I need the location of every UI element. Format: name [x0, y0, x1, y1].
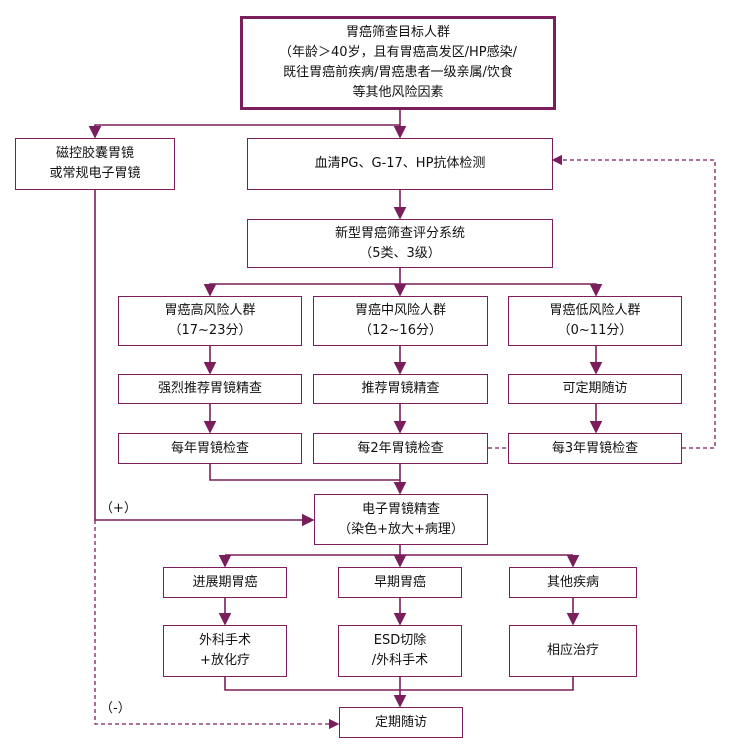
capsule-endoscopy-line1: 磁控胶囊胃镜	[55, 146, 134, 161]
mid-risk-label: 胃癌中风险人群	[354, 303, 446, 318]
mid-risk-recommendation-text: 推荐胃镜精查	[361, 381, 440, 396]
other-treatment-box: 相应治疗	[509, 625, 637, 677]
high-risk-recommendation-text: 强烈推荐胃镜精查	[157, 381, 262, 396]
mid-risk-score: （12~16分）	[359, 323, 442, 338]
target-population-title: 胃癌筛查目标人群	[345, 25, 450, 40]
mid-risk-frequency-text: 每2年胃镜检查	[357, 440, 444, 456]
low-risk-score: （0~11分）	[557, 323, 633, 338]
endoscopy-detail-title: 电子胃镜精查	[361, 501, 440, 517]
target-population-box: 胃癌筛查目标人群 （年龄＞40岁，且有胃癌高发区/HP感染/ 既往胃癌前疾病/胃…	[240, 16, 556, 110]
low-risk-frequency: 每3年胃镜检查	[508, 433, 682, 464]
early-cancer-label: 早期胃癌	[373, 574, 426, 590]
target-population-criteria-3: 等其他风险因素	[352, 85, 444, 100]
advanced-treatment-box: 外科手术 +放化疗	[163, 625, 287, 677]
high-risk-box: 胃癌高风险人群 （17~23分）	[118, 296, 302, 346]
low-risk-frequency-text: 每3年胃镜检查	[551, 440, 639, 456]
positive-label: （+）	[100, 501, 137, 516]
high-risk-frequency: 每年胃镜检查	[118, 433, 302, 464]
advanced-cancer-label: 进展期胃癌	[192, 574, 258, 590]
target-population-criteria-2: 既往胃癌前疾病/胃癌患者一级亲属/饮食	[283, 65, 513, 80]
high-risk-score: （17~23分）	[168, 323, 252, 338]
capsule-endoscopy-box: 磁控胶囊胃镜 或常规电子胃镜	[15, 138, 175, 190]
low-risk-box: 胃癌低风险人群 （0~11分）	[508, 296, 682, 346]
high-risk-frequency-text: 每年胃镜检查	[170, 440, 249, 456]
target-population-criteria-1: （年龄＞40岁，且有胃癌高发区/HP感染/	[279, 45, 517, 60]
advanced-treatment-line1: 外科手术	[198, 633, 251, 648]
high-risk-recommendation: 强烈推荐胃镜精查	[118, 374, 302, 404]
scoring-system-subtitle: （5类、3级）	[359, 245, 441, 261]
early-treatment-line1: ESD切除	[373, 633, 427, 648]
capsule-endoscopy-line2: 或常规电子胃镜	[49, 166, 141, 181]
serum-test-label: 血清PG、G-17、HP抗体检测	[314, 156, 486, 171]
early-treatment-box: ESD切除 /外科手术	[338, 625, 462, 677]
low-risk-label: 胃癌低风险人群	[549, 303, 641, 318]
high-risk-label: 胃癌高风险人群	[164, 303, 256, 318]
scoring-system-title: 新型胃癌筛查评分系统	[334, 225, 465, 241]
mid-risk-box: 胃癌中风险人群 （12~16分）	[313, 296, 488, 346]
low-risk-recommendation: 可定期随访	[508, 374, 682, 404]
followup-label: 定期随访	[374, 714, 427, 730]
mid-risk-frequency: 每2年胃镜检查	[313, 433, 488, 464]
advanced-treatment-line2: +放化疗	[200, 653, 250, 668]
other-treatment-label: 相应治疗	[546, 643, 599, 658]
other-disease-label: 其他疾病	[546, 574, 599, 590]
early-treatment-line2: /外科手术	[371, 653, 429, 668]
mid-risk-recommendation: 推荐胃镜精查	[313, 374, 488, 404]
negative-label: （-）	[100, 701, 131, 716]
advanced-cancer-box: 进展期胃癌	[163, 567, 287, 598]
endoscopy-detail-subtitle: （染色+放大+病理）	[338, 521, 464, 537]
low-risk-recommendation-text: 可定期随访	[562, 381, 628, 396]
followup-box: 定期随访	[339, 707, 463, 738]
endoscopy-detail-box: 电子胃镜精查 （染色+放大+病理）	[314, 494, 488, 545]
other-disease-box: 其他疾病	[509, 567, 637, 598]
serum-test-box: 血清PG、G-17、HP抗体检测	[247, 138, 553, 190]
scoring-system-box: 新型胃癌筛查评分系统 （5类、3级）	[247, 219, 553, 268]
early-cancer-box: 早期胃癌	[338, 567, 462, 598]
